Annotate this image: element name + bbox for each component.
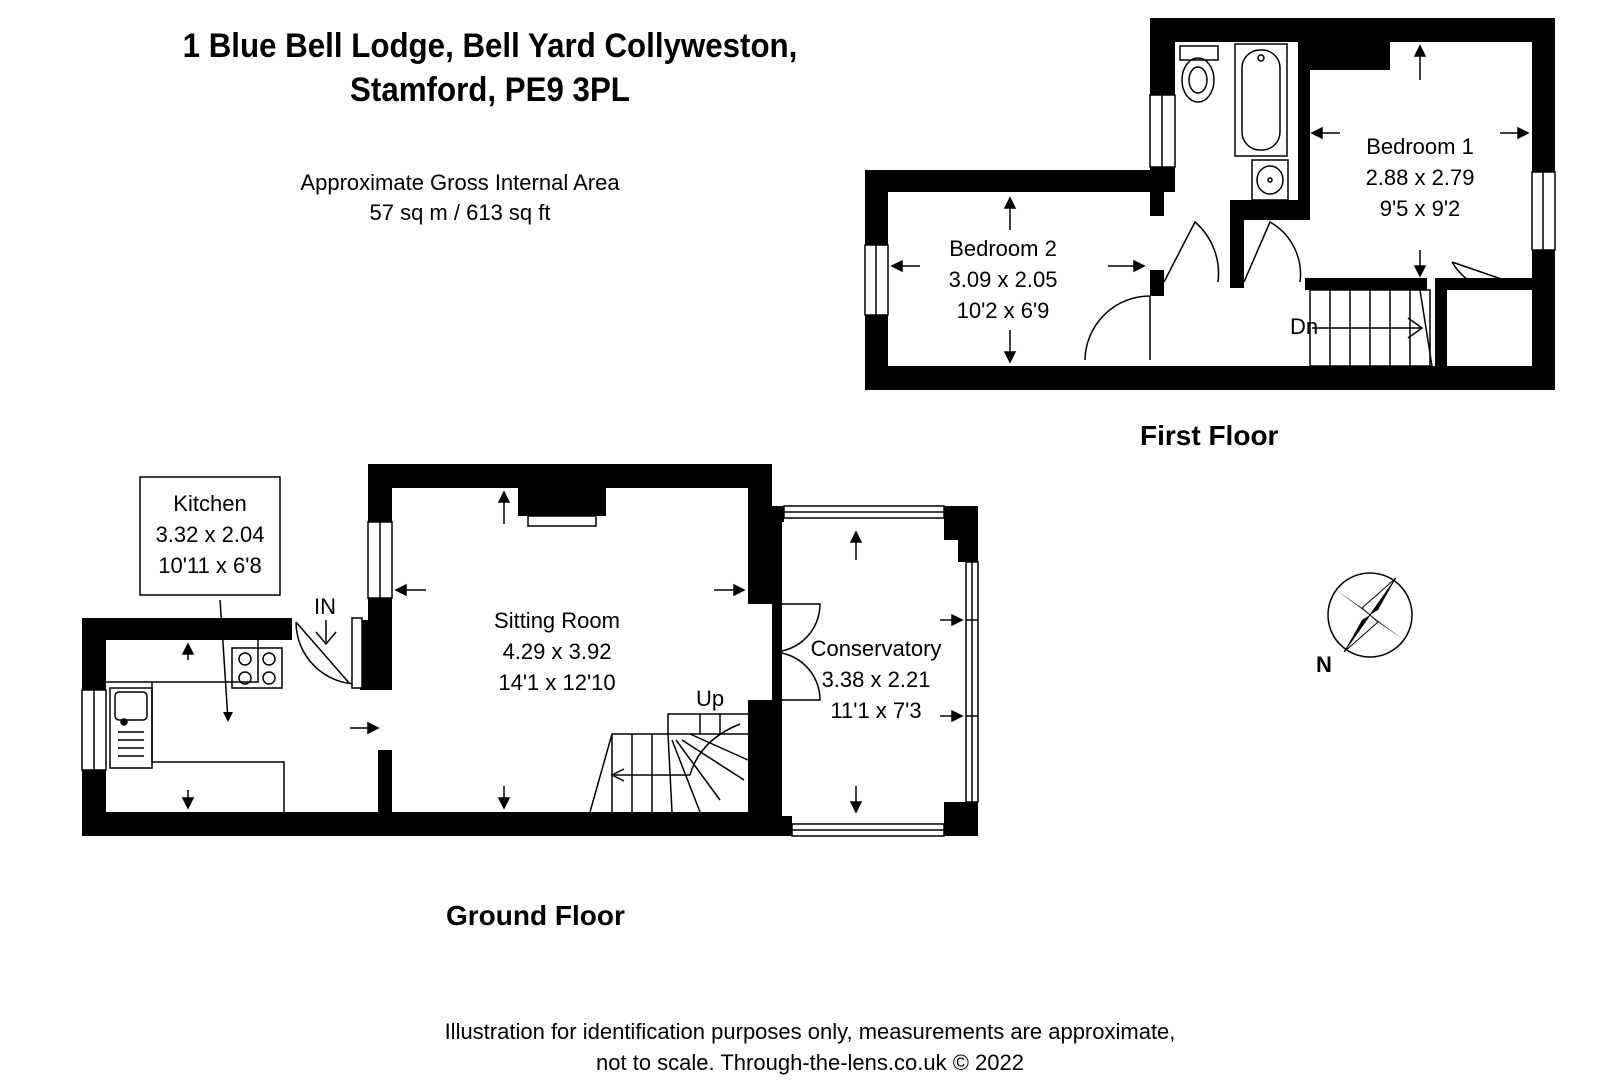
room-metric: 3.32 x 2.04 (156, 522, 265, 547)
wall-segment (1298, 42, 1390, 70)
room-imperial: 9'5 x 9'2 (1380, 196, 1461, 221)
wall-segment (378, 750, 392, 830)
wall-segment (1230, 200, 1310, 220)
room-imperial: 10'11 x 6'8 (158, 553, 261, 578)
pointer-arrow (223, 712, 233, 722)
first-floor-plan: Dn (864, 18, 1556, 390)
room-conservatory: Conservatory 3.38 x 2.21 11'1 x 7'3 (811, 636, 942, 723)
door-swing-icon (1084, 220, 1511, 361)
room-metric: 4.29 x 3.92 (503, 639, 612, 664)
room-name: Bedroom 2 (949, 236, 1057, 261)
room-sitting-room: Sitting Room 4.29 x 3.92 14'1 x 12'10 (494, 608, 620, 695)
entrance-label: IN (314, 594, 336, 619)
wall-segment (748, 464, 772, 604)
property-address: 1 Blue Bell Lodge, Bell Yard Collyweston… (140, 24, 839, 112)
area-value: 57 sq m / 613 sq ft (369, 200, 551, 225)
stairs-up-label: Up (696, 686, 724, 711)
wall-segment (1150, 270, 1164, 296)
room-name: Bedroom 1 (1366, 134, 1474, 159)
door-swing-icon (295, 617, 363, 689)
sink-icon (109, 687, 153, 769)
kitchen-label-box (139, 476, 281, 596)
room-name: Sitting Room (494, 608, 620, 633)
wall-corner (958, 540, 978, 562)
stairs-icon (1309, 289, 1433, 367)
disclaimer-line-2: not to scale. Through-the-lens.co.uk © 2… (596, 1050, 1024, 1075)
wall-segment (1230, 200, 1244, 288)
wall-segment (1305, 278, 1427, 290)
wall-segment (82, 812, 782, 836)
wall-corner (944, 506, 978, 540)
wall-segment (748, 700, 772, 836)
toilet-icon (1179, 45, 1219, 103)
basin-icon (1251, 159, 1289, 201)
gross-area: Approximate Gross Internal Area 57 sq m … (250, 168, 670, 228)
room-metric: 3.09 x 2.05 (949, 267, 1058, 292)
chimney-breast (518, 488, 606, 516)
disclaimer: Illustration for identification purposes… (360, 1016, 1260, 1078)
kitchen-worktop (106, 640, 285, 812)
room-kitchen: Kitchen 3.32 x 2.04 10'11 x 6'8 (139, 476, 281, 596)
room-name: Kitchen (173, 491, 246, 516)
window-icon (783, 505, 979, 837)
area-caption: Approximate Gross Internal Area (300, 170, 620, 195)
window-icon (367, 521, 393, 599)
north-label: N (1316, 652, 1332, 677)
address-line-2: Stamford, PE9 3PL (350, 71, 630, 109)
address-line-1: 1 Blue Bell Lodge, Bell Yard Collyweston… (182, 27, 798, 65)
wall-segment (82, 618, 292, 640)
window-icon (1531, 171, 1556, 251)
kitchen-pointer-line (219, 599, 229, 721)
room-metric: 2.88 x 2.79 (1366, 165, 1475, 190)
wall-corner (944, 802, 978, 836)
dimension-arrows (181, 490, 964, 814)
wall-segment (772, 506, 782, 836)
wall-segment (360, 620, 392, 690)
window-icon (81, 689, 107, 771)
window-icon (1149, 94, 1176, 168)
ground-floor-label: Ground Floor (446, 900, 625, 931)
room-imperial: 11'1 x 7'3 (830, 698, 921, 723)
room-metric: 3.38 x 2.21 (822, 667, 931, 692)
window-icon (864, 244, 889, 316)
wall-segment (1435, 278, 1447, 368)
wall-segment (772, 506, 784, 522)
dimension-arrows (890, 44, 1530, 364)
disclaimer-line-1: Illustration for identification purposes… (444, 1019, 1176, 1044)
room-imperial: 10'2 x 6'9 (957, 298, 1050, 323)
hob-icon (231, 647, 283, 689)
wall-segment (368, 464, 772, 488)
hearth (527, 515, 597, 527)
entrance-arrow-icon (315, 620, 337, 646)
stairs-icon (589, 713, 749, 813)
compass-rose-icon (1327, 572, 1413, 658)
stairs-down-label: Dn (1290, 314, 1318, 339)
wall-segment (1150, 190, 1164, 216)
door-swing-icon (771, 603, 821, 701)
first-floor-label: First Floor (1140, 420, 1279, 451)
bath-icon (1234, 43, 1288, 157)
wall-corner (772, 816, 792, 836)
room-imperial: 14'1 x 12'10 (498, 670, 615, 695)
wall-segment (1298, 42, 1310, 210)
room-bedroom-2: Bedroom 2 3.09 x 2.05 10'2 x 6'9 (949, 236, 1058, 323)
wall-segment (1435, 278, 1532, 290)
room-name: Conservatory (811, 636, 942, 661)
ground-floor-plan: IN Up (81, 464, 979, 837)
room-bedroom-1: Bedroom 1 2.88 x 2.79 9'5 x 9'2 (1366, 134, 1475, 221)
